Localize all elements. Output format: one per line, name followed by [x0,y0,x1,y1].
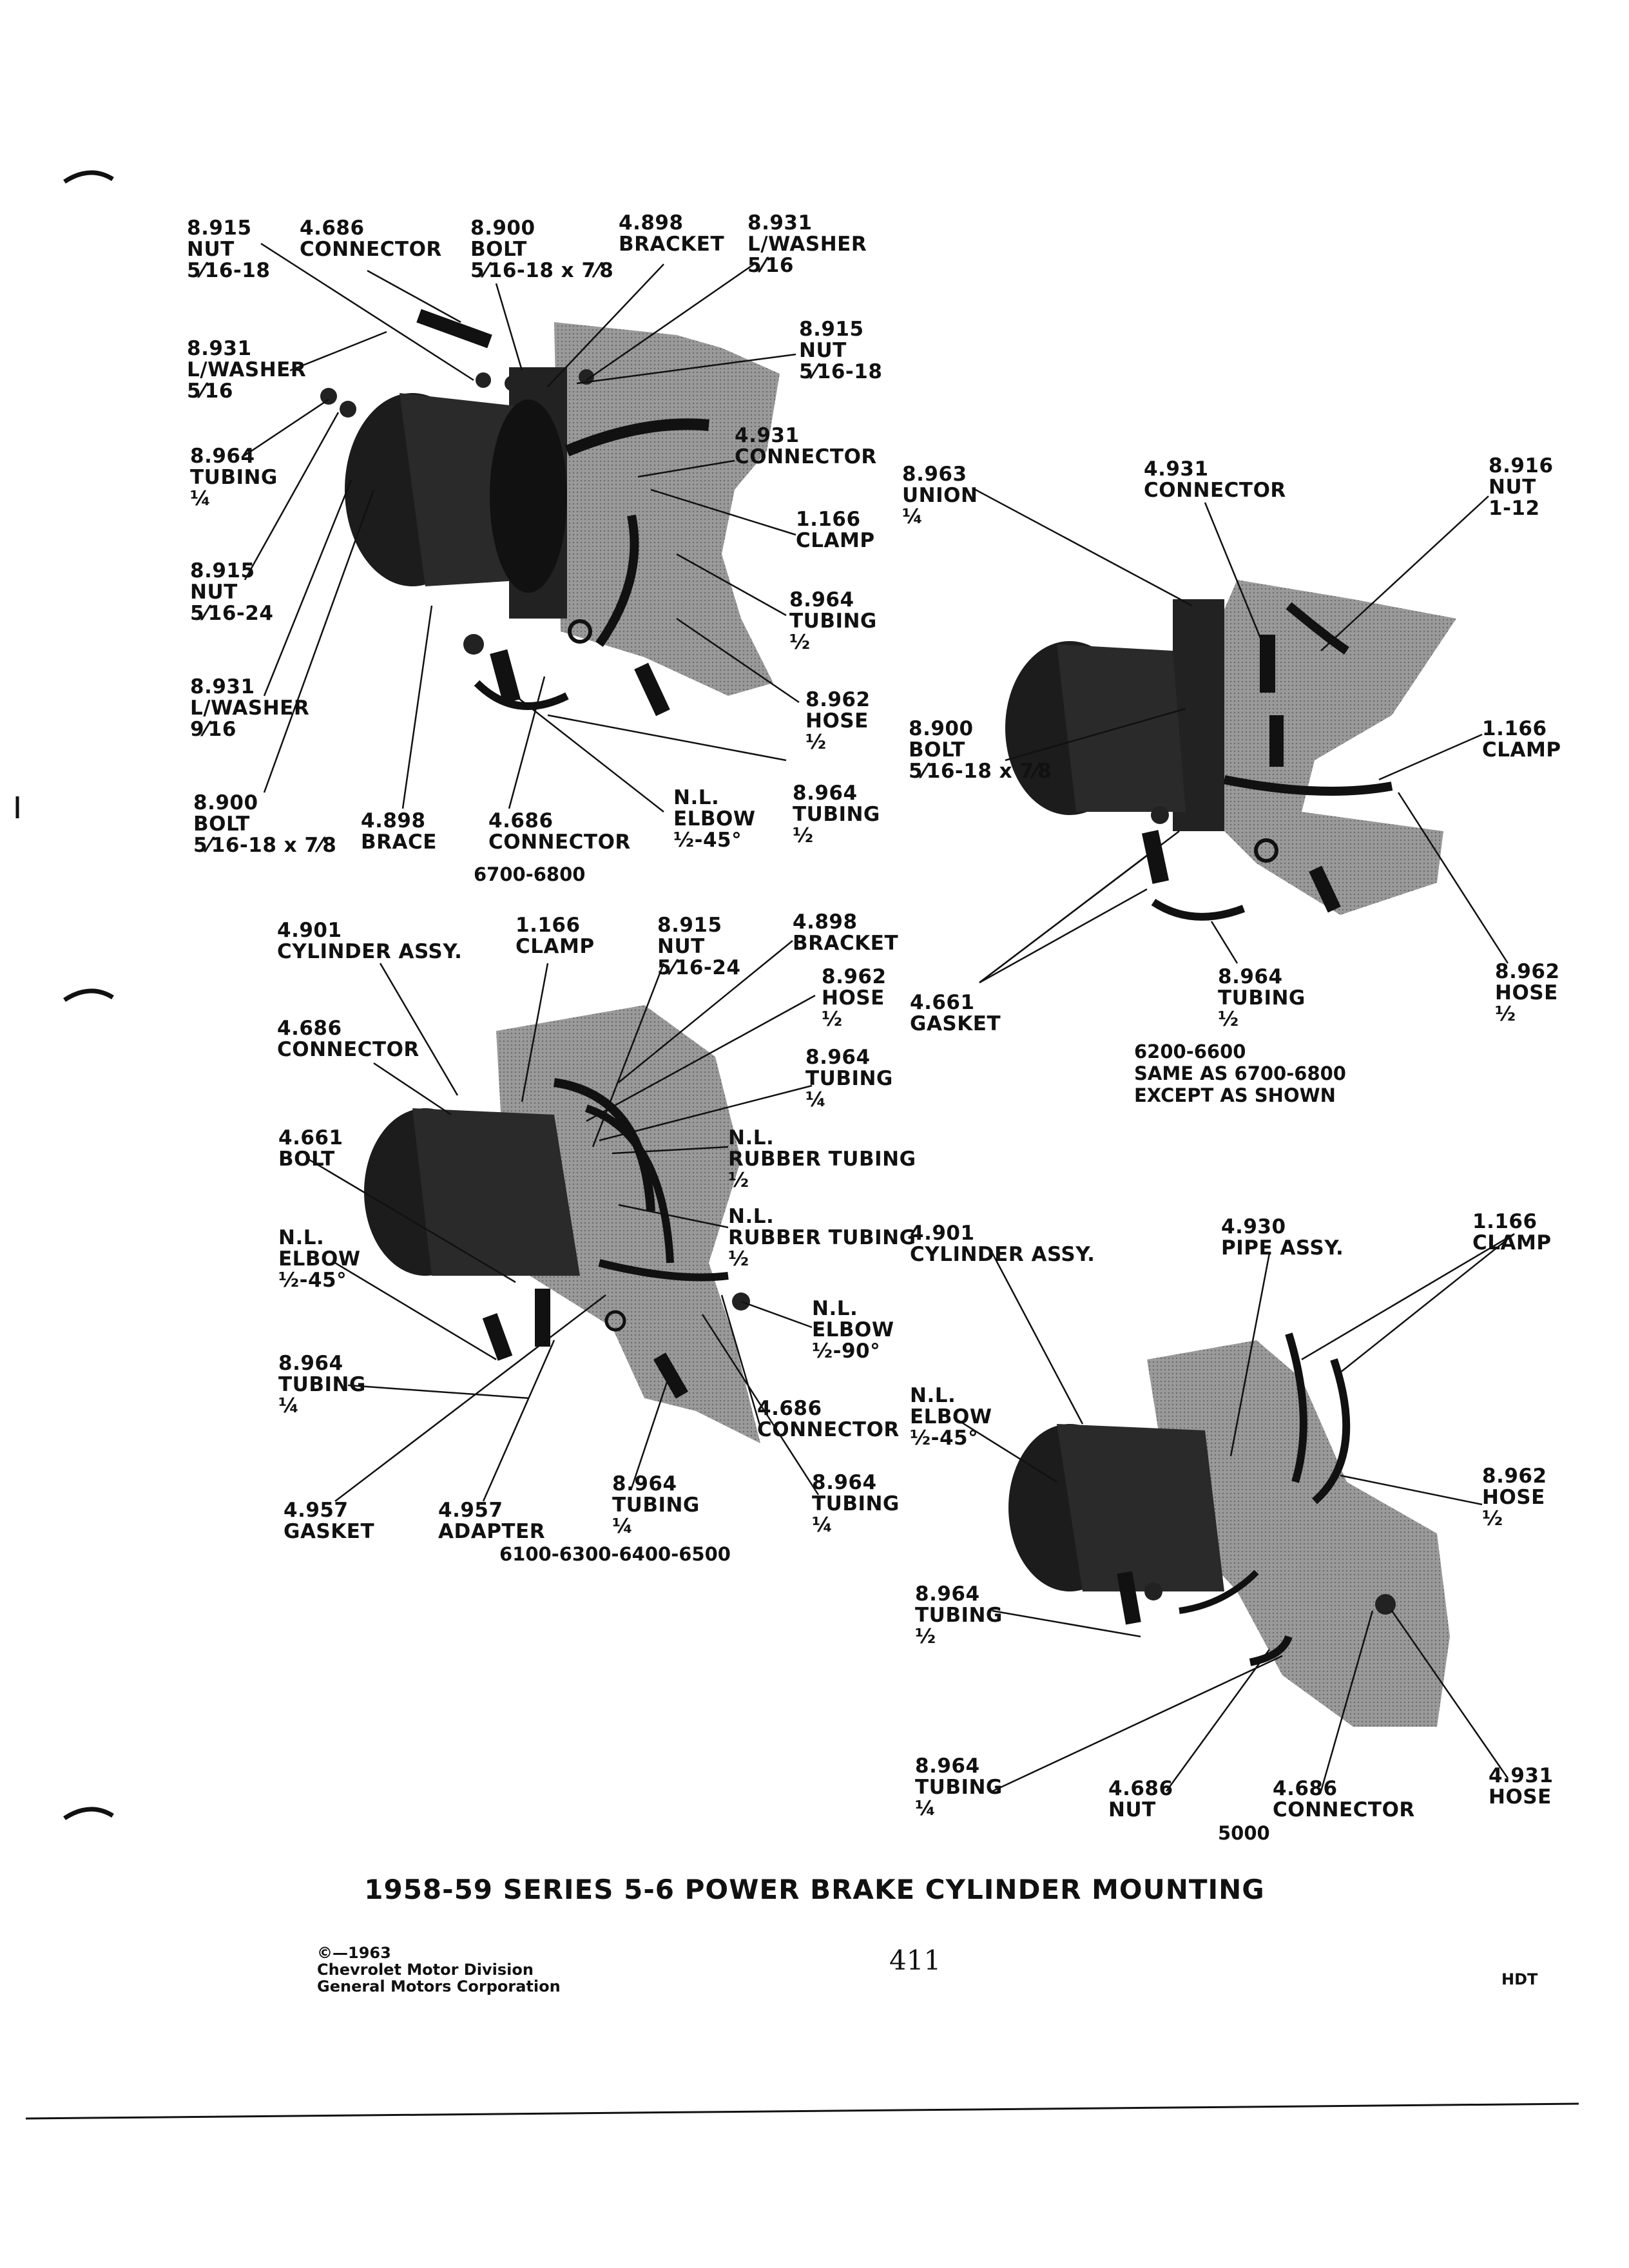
binder-mark-1 [63,170,114,184]
callout-v1-tubing-2: 8.964 TUBING ½ [789,588,877,654]
callout-v4-elbow: N.L. ELBOW ½-45° [910,1384,992,1450]
callout-v1-connector-2: 4.931 CONNECTOR [735,424,877,468]
copyright-notice: ©—1963 Chevrolet Motor Division General … [317,1944,561,1995]
view-6200-6600-drawing [972,487,1509,984]
callout-v1-bolt-2: 8.900 BOLT 5⁄16-18 x 7⁄8 [193,791,337,857]
callout-v3-connector-1: 4.686 CONNECTOR [277,1017,419,1061]
callout-v1-lwasher-3: 8.931 L/WASHER 9⁄16 [190,675,310,741]
callout-v4-clamp: 1.166 CLAMP [1472,1210,1552,1254]
callout-v1-bracket: 4.898 BRACKET [619,211,725,256]
caption-view-3: 6100-6300-6400-6500 [499,1543,731,1565]
view-5000-drawing [953,1233,1515,1792]
callout-v1-nut-1: 8.915 NUT 5⁄16-18 [187,216,271,282]
callout-v3-rubber-tubing-1: N.L. RUBBER TUBING ½ [728,1126,916,1192]
callout-v1-lwasher-1: 8.931 L/WASHER 5⁄16 [747,211,867,277]
callout-v2-tubing: 8.964 TUBING ½ [1218,965,1306,1031]
callout-v3-tubing-3: 8.964 TUBING ¼ [612,1472,700,1538]
callout-v2-connector: 4.931 CONNECTOR [1144,457,1286,502]
caption-view-1: 6700-6800 [474,863,586,885]
callout-v4-nut: 4.686 NUT [1108,1777,1173,1821]
callout-v3-adapter: 4.957 ADAPTER [438,1499,546,1543]
callout-v2-hose: 8.962 HOSE ½ [1495,960,1560,1026]
callout-v2-bolt: 8.900 BOLT 5⁄16-18 x 7⁄8 [909,717,1052,783]
callout-v4-tubing-2: 8.964 TUBING ¼ [915,1754,1003,1820]
callout-v3-cylinder: 4.901 CYLINDER ASSY. [277,919,463,963]
binder-mark-3 [63,1807,114,1820]
callout-v2-nut: 8.916 NUT 1-12 [1489,454,1554,520]
callout-v3-elbow-2: N.L. ELBOW ½-90° [812,1297,894,1363]
binder-mark-2 [63,988,114,1002]
page-title: 1958-59 SERIES 5-6 POWER BRAKE CYLINDER … [364,1874,1265,1905]
callout-v1-elbow: N.L. ELBOW ½-45° [673,786,756,852]
callout-v1-nut-2: 8.915 NUT 5⁄16-18 [799,318,883,383]
callout-v3-bolt: 4.661 BOLT [278,1126,343,1171]
callout-v2-clamp: 1.166 CLAMP [1482,717,1561,762]
callout-v4-hose-2: 4.931 HOSE [1489,1764,1554,1809]
view-6100-6500-drawing [309,940,820,1502]
callout-v3-bracket: 4.898 BRACKET [793,910,899,955]
callout-v1-lwasher-2: 8.931 L/WASHER 5⁄16 [187,337,307,403]
page-number: 411 [889,1945,941,1976]
view-6700-6800-drawing [241,242,800,812]
callout-v1-connector-1: 4.686 CONNECTOR [300,216,442,261]
callout-v1-clamp: 1.166 CLAMP [796,508,875,552]
callout-v1-tubing-1: 8.964 TUBING ¼ [190,445,278,510]
callout-v3-nut: 8.915 NUT 5⁄16-24 [657,914,741,979]
callout-v4-connector: 4.686 CONNECTOR [1273,1777,1415,1821]
callout-v1-tubing-3: 8.964 TUBING ½ [793,782,880,847]
callout-v2-gasket: 4.661 GASKET [910,991,1001,1035]
caption-view-2: 6200-6600 SAME AS 6700-6800 EXCEPT AS SH… [1134,1041,1346,1106]
callout-v3-tubing-2: 8.964 TUBING ¼ [278,1352,366,1418]
callout-v1-hose: 8.962 HOSE ½ [805,688,871,754]
callout-v2-union: 8.963 UNION ¼ [902,463,978,528]
callout-v1-nut-3: 8.915 NUT 5⁄16-24 [190,559,274,625]
callout-v4-tubing-1: 8.964 TUBING ½ [915,1582,1003,1648]
callout-v1-connector-3: 4.686 CONNECTOR [488,809,631,854]
callout-v3-gasket: 4.957 GASKET [284,1499,375,1543]
callout-v1-brace: 4.898 BRACE [361,809,437,854]
callout-v3-connector-2: 4.686 CONNECTOR [757,1397,900,1441]
callout-v3-tubing-4: 8.964 TUBING ¼ [812,1471,900,1537]
caption-view-4: 5000 [1218,1822,1270,1844]
callout-v3-rubber-tubing-2: N.L. RUBBER TUBING ½ [728,1205,916,1271]
callout-v3-tubing-1: 8.964 TUBING ¼ [805,1046,893,1111]
callout-v1-bolt-1: 8.900 BOLT 5⁄16-18 x 7⁄8 [470,216,614,282]
callout-v3-elbow-1: N.L. ELBOW ½-45° [278,1226,361,1292]
callout-v4-hose-1: 8.962 HOSE ½ [1482,1465,1547,1530]
callout-v3-clamp: 1.166 CLAMP [516,914,595,958]
callout-v3-hose: 8.962 HOSE ½ [822,965,887,1031]
callout-v4-pipe: 4.930 PIPE ASSY. [1221,1215,1344,1260]
publication-code: HDT [1501,1970,1538,1988]
callout-v4-cylinder: 4.901 CYLINDER ASSY. [910,1222,1095,1266]
